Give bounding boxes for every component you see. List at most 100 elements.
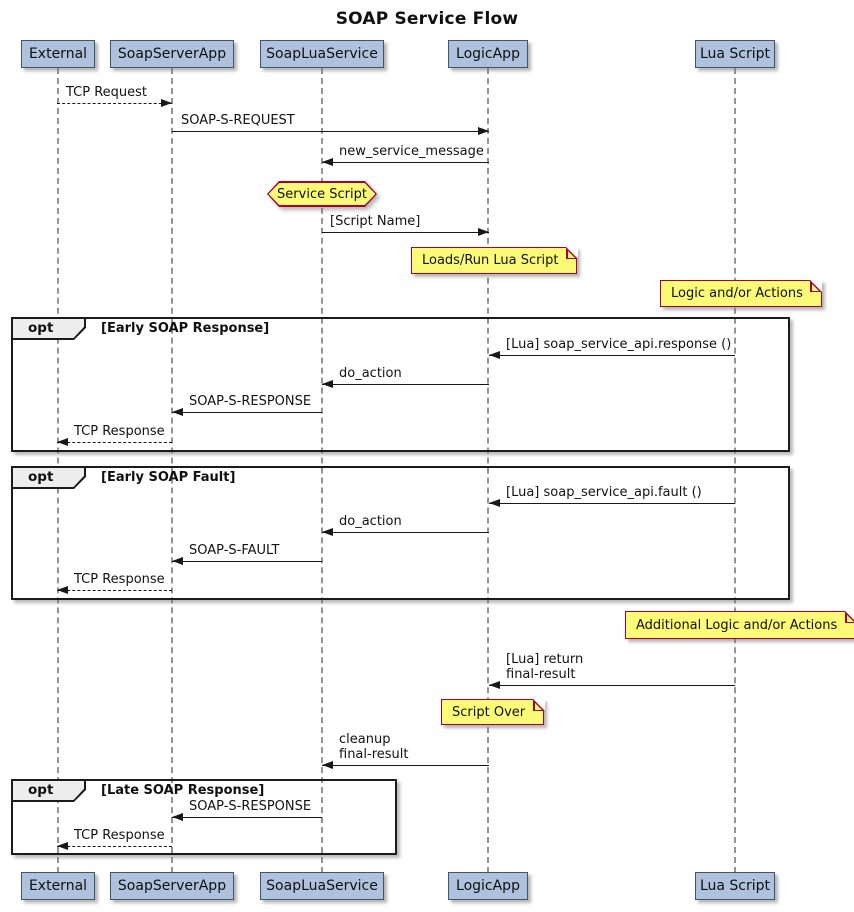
arrowhead-right — [161, 99, 172, 107]
lifeline-soapluaservice — [321, 68, 323, 873]
message-line — [57, 442, 172, 443]
participant-label: External — [28, 878, 88, 894]
arrowhead-right — [478, 127, 489, 135]
participant-lua-script-bottom: Lua Script — [695, 872, 775, 900]
hexnote-fill — [269, 183, 376, 206]
arrowhead-right — [478, 228, 489, 236]
note-label: Logic and/or Actions — [671, 286, 803, 301]
hexnote-label: Service Script — [277, 186, 367, 202]
message-label: new_service_message — [339, 144, 484, 159]
message-label: TCP Response — [74, 828, 165, 843]
message-line — [489, 355, 735, 356]
message-label: [Lua] soap_service_api.fault () — [506, 485, 702, 500]
diagram-title: SOAP Service Flow — [335, 9, 519, 29]
arrowhead-left — [57, 586, 68, 594]
message-label: SOAP-S-REQUEST — [181, 113, 295, 128]
opt-frame-late-soap-response: opt [Late SOAP Response] — [11, 779, 397, 855]
opt-keyword: opt — [28, 320, 54, 336]
message-line — [322, 384, 489, 385]
participant-soapserverapp-bottom: SoapServerApp — [110, 872, 234, 900]
opt-frame-early-soap-fault: opt [Early SOAP Fault] — [11, 466, 790, 600]
participant-label: External — [28, 46, 88, 62]
arrowhead-left — [57, 842, 68, 850]
message-label: TCP Response — [74, 424, 165, 439]
note-loads-run-lua-script: Loads/Run Lua Script — [411, 246, 578, 274]
note-fold-icon — [812, 283, 820, 291]
hexnote-service-script: Service Script — [267, 181, 377, 207]
participant-label: SoapLuaService — [266, 46, 378, 62]
message-line — [489, 503, 735, 504]
opt-frame-tab: opt — [13, 468, 86, 489]
participant-external-top: External — [21, 40, 95, 68]
message-line — [322, 765, 489, 766]
note-script-over: Script Over — [441, 698, 545, 725]
message-label: SOAP-S-RESPONSE — [189, 394, 312, 409]
participant-label: Lua Script — [699, 878, 771, 894]
message-line — [172, 817, 322, 818]
participant-lua-script-top: Lua Script — [695, 40, 775, 68]
note-label: Script Over — [452, 704, 526, 720]
message-line — [57, 846, 172, 847]
participant-label: LogicApp — [456, 878, 520, 894]
message-label: [Script Name] — [330, 214, 421, 229]
message-line — [57, 590, 172, 591]
note-logic-actions: Logic and/or Actions — [660, 279, 823, 307]
note-additional-logic-actions: Additional Logic and/or Actions — [625, 610, 854, 639]
opt-keyword: opt — [28, 469, 54, 485]
opt-condition: [Early SOAP Fault] — [101, 470, 236, 485]
message-line — [322, 162, 489, 163]
message-label: TCP Response — [74, 572, 165, 587]
opt-frame-tab: opt — [13, 319, 86, 340]
lifeline-logicapp — [487, 68, 489, 873]
lifeline-lua-script — [734, 68, 736, 873]
arrowhead-left — [489, 499, 500, 507]
arrowhead-left — [489, 681, 500, 689]
note-fold-icon — [846, 614, 854, 622]
message-line — [172, 561, 322, 562]
arrowhead-left — [172, 557, 183, 565]
message-label: [Lua] soap_service_api.response () — [506, 337, 732, 352]
message-label: SOAP-S-RESPONSE — [189, 799, 312, 814]
opt-frame-tab-fill — [13, 781, 84, 800]
lifeline-soapserverapp — [171, 68, 173, 873]
message-line — [322, 232, 489, 233]
opt-condition: [Late SOAP Response] — [101, 783, 265, 798]
note-label: Loads/Run Lua Script — [422, 253, 559, 268]
message-label: do_action — [339, 514, 402, 529]
arrowhead-left — [322, 761, 333, 769]
opt-condition: [Early SOAP Response] — [101, 321, 270, 336]
opt-frame-tab: opt — [13, 781, 86, 802]
message-label: TCP Request — [66, 85, 148, 100]
arrowhead-left — [322, 528, 333, 536]
arrowhead-left — [322, 380, 333, 388]
note-fold-icon — [534, 702, 542, 710]
message-line — [322, 532, 489, 533]
participant-external-bottom: External — [21, 872, 95, 900]
participant-label: LogicApp — [456, 46, 520, 62]
message-label: do_action — [339, 366, 402, 381]
arrowhead-left — [172, 813, 183, 821]
arrowhead-left — [489, 351, 500, 359]
participant-logicapp-top: LogicApp — [448, 40, 528, 68]
participant-label: SoapLuaService — [266, 878, 378, 894]
opt-frame-tab-fill — [13, 468, 84, 487]
participant-soapserverapp-top: SoapServerApp — [110, 40, 234, 68]
arrowhead-left — [57, 438, 68, 446]
opt-keyword: opt — [28, 782, 54, 798]
arrowhead-left — [322, 158, 333, 166]
opt-frame-early-soap-response: opt [Early SOAP Response] — [11, 317, 790, 452]
participant-label: SoapServerApp — [117, 878, 227, 894]
message-line — [172, 131, 489, 132]
participant-logicapp-bottom: LogicApp — [448, 872, 528, 900]
message-label: cleanup final-result — [339, 732, 409, 762]
opt-frame-tab-fill — [13, 319, 84, 338]
participant-label: SoapServerApp — [117, 46, 227, 62]
message-label: [Lua] return final-result — [506, 652, 584, 682]
message-label: SOAP-S-FAULT — [189, 543, 280, 558]
arrowhead-left — [172, 408, 183, 416]
message-line — [489, 685, 735, 686]
participant-soapluaservice-bottom: SoapLuaService — [260, 872, 384, 900]
message-line — [57, 103, 172, 104]
note-label: Additional Logic and/or Actions — [636, 617, 838, 633]
